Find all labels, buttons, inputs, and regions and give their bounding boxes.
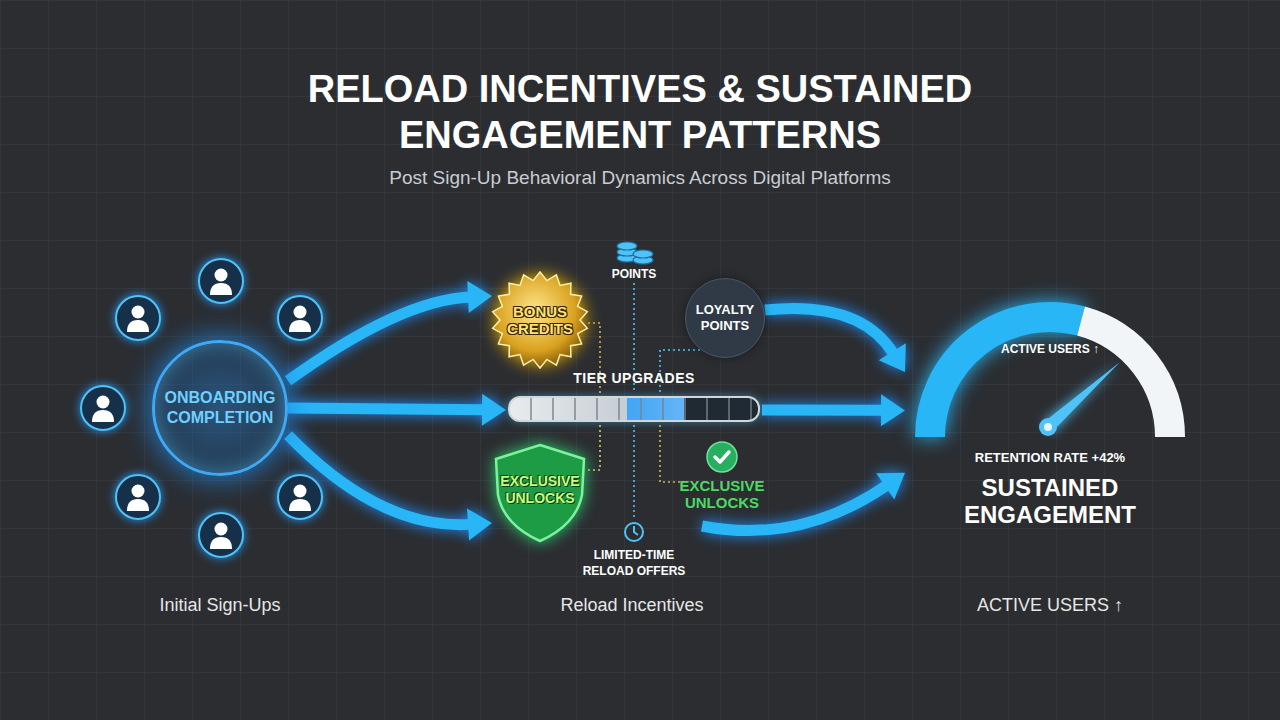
arrow-head: [879, 343, 906, 372]
gauge-hub: [1039, 418, 1057, 436]
flow-arrow: [288, 281, 492, 381]
user-icon: [278, 475, 322, 519]
user-icon-head: [294, 306, 307, 319]
shield-outline: [496, 445, 584, 541]
user-icon-head: [294, 485, 307, 498]
leader-line: [633, 425, 635, 520]
user-icon-head: [215, 269, 228, 282]
node-text: SUSTAINED ENGAGEMENT: [950, 474, 1150, 528]
user-icon-body: [289, 320, 311, 332]
text-label: POINTS: [594, 267, 674, 281]
node-text: RETENTION RATE +42%: [905, 450, 1195, 465]
clock-hands: [634, 526, 638, 535]
user-icon: [199, 259, 243, 303]
arrow-shaft: [288, 435, 470, 524]
clock-icon: [625, 523, 643, 541]
user-icon-ring: [199, 513, 243, 557]
user-icon-ring: [116, 475, 160, 519]
text-label: LIMITED-TIME RELOAD OFFERS: [579, 547, 689, 579]
onboarding-circle: ONBOARDING COMPLETION: [152, 340, 288, 476]
flow-arrow: [765, 308, 906, 372]
badge-starburst: [493, 272, 588, 368]
arrow-head: [482, 394, 506, 426]
leader-line: [660, 425, 684, 482]
user-icon: [81, 386, 125, 430]
arrow-head: [876, 473, 905, 500]
node-text: LOYALTY POINTS: [690, 302, 760, 334]
flow-arrow: [762, 394, 905, 426]
arrow-shaft: [288, 408, 484, 410]
user-icon-ring: [81, 386, 125, 430]
user-icon-body: [127, 499, 149, 511]
gauge-hub-center: [1044, 423, 1052, 431]
user-icon-head: [215, 523, 228, 536]
bonus-badge: BONUS CREDITS: [492, 272, 588, 368]
user-icon: [116, 296, 160, 340]
user-icon: [278, 296, 322, 340]
user-icon-body: [210, 283, 232, 295]
node-text: ONBOARDING COMPLETION: [163, 388, 278, 428]
user-icon: [116, 475, 160, 519]
tier-progress-bar: TIER UPGRADES: [506, 368, 762, 424]
loyalty-circle: LOYALTY POINTS: [685, 278, 765, 358]
arrow-head: [467, 509, 492, 541]
coins-icon: [617, 242, 653, 264]
leader-line: [588, 425, 600, 470]
check-circle: [707, 442, 737, 472]
user-icon-head: [132, 485, 145, 498]
user-icon-head: [97, 396, 110, 409]
clock-face: [625, 523, 643, 541]
text-label: Post Sign-Up Behavioral Dynamics Across …: [340, 167, 940, 189]
gauge-arc-remaining: [1081, 321, 1170, 437]
text-label: ACTIVE USERS ↑: [950, 595, 1150, 616]
text-label: Initial Sign-Ups: [120, 595, 320, 616]
user-icon-head: [132, 306, 145, 319]
gauge-needle: [1044, 362, 1120, 432]
coin: [617, 242, 637, 250]
node-text: EXCLUSIVE UNLOCKS: [672, 477, 772, 511]
user-icon-ring: [278, 475, 322, 519]
node-text: TIER UPGRADES: [506, 370, 762, 386]
flow-arrow: [288, 394, 506, 426]
unlock-check: EXCLUSIVE UNLOCKS: [672, 440, 772, 526]
check-mark: [715, 452, 729, 462]
arrow-shaft: [288, 297, 470, 381]
progress-bar: [508, 396, 760, 422]
arrow-shaft: [762, 405, 883, 416]
user-icon-body: [127, 320, 149, 332]
node-text: BONUS CREDITS: [500, 303, 580, 337]
engagement-gauge: ACTIVE USERS ↑ RETENTION RATE +42% SUSTAIN…: [905, 300, 1195, 540]
user-icon-ring: [116, 296, 160, 340]
user-icon-ring: [278, 296, 322, 340]
flow-arrow: [288, 435, 492, 540]
node-text: EXCLUSIVE UNLOCKS: [498, 473, 582, 507]
arrow-head: [881, 394, 905, 426]
arrow-head: [467, 281, 492, 313]
diagram-title: RELOAD INCENTIVES & SUSTAINED ENGAGEMENT…: [245, 66, 1035, 158]
user-icon: [199, 513, 243, 557]
text-label: Reload Incentives: [532, 595, 732, 616]
user-icon-body: [92, 410, 114, 422]
user-icon-body: [289, 499, 311, 511]
unlocks-shield: EXCLUSIVE UNLOCKS: [492, 443, 588, 543]
check-icon: [705, 440, 739, 474]
user-icon-ring: [199, 259, 243, 303]
node-text: ACTIVE USERS ↑: [905, 342, 1195, 356]
user-icon-body: [210, 537, 232, 549]
coin: [633, 250, 653, 258]
arrow-shaft: [765, 308, 893, 353]
